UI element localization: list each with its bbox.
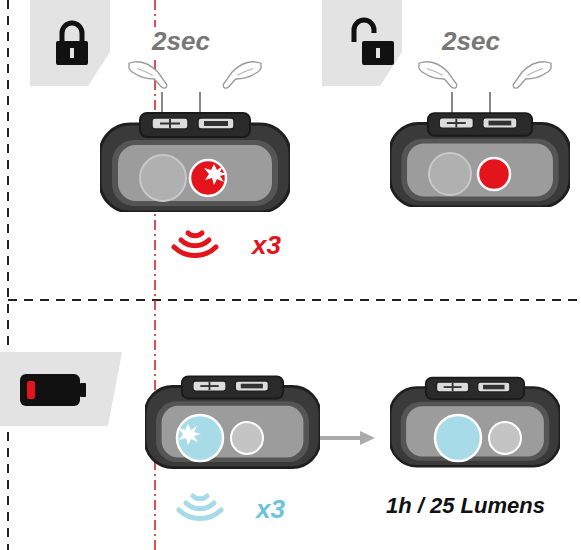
headlamp xyxy=(145,376,320,467)
headlamp xyxy=(100,113,290,212)
repeat-count: x3 xyxy=(254,495,287,524)
headlamp xyxy=(489,422,521,454)
blink-waves xyxy=(188,233,202,236)
headlamp xyxy=(478,158,510,190)
headlamp xyxy=(100,113,290,212)
duration-label: 2sec xyxy=(440,27,502,56)
headlamp xyxy=(140,155,186,201)
repeat-count: x3 xyxy=(250,231,283,260)
low-battery-icon xyxy=(80,383,86,397)
headlamp xyxy=(177,415,223,461)
low-battery-icon xyxy=(0,352,122,426)
headlamp xyxy=(429,153,471,195)
pressing-hands xyxy=(419,62,457,88)
blink-waves xyxy=(174,247,216,256)
headlamp xyxy=(390,113,570,207)
lock-icon xyxy=(70,48,74,58)
unlock-icon xyxy=(376,48,380,58)
duration-label: 2sec xyxy=(150,27,212,56)
blink-waves xyxy=(186,503,214,509)
blink-waves xyxy=(179,496,221,519)
pressing-hands xyxy=(129,62,551,120)
unlock-icon xyxy=(362,41,394,65)
pressing-hands xyxy=(513,62,551,88)
headlamp xyxy=(435,415,481,461)
low-battery-icon xyxy=(0,352,122,426)
unlock-icon xyxy=(354,20,374,42)
headlamp xyxy=(390,113,570,207)
unlock-icon xyxy=(322,0,402,86)
blink-waves xyxy=(179,510,221,519)
headlamp xyxy=(231,422,263,454)
sequence-arrow xyxy=(360,431,375,445)
low-battery-icon xyxy=(27,381,35,399)
blink-waves xyxy=(174,233,216,256)
sequence-arrow xyxy=(320,431,375,445)
lock-icon xyxy=(56,41,88,65)
sequence-arrow xyxy=(320,436,362,440)
headlamp xyxy=(145,376,320,467)
guide-line xyxy=(154,0,156,550)
headlamp xyxy=(204,164,227,185)
lock-icon xyxy=(62,23,82,42)
runtime-label: 1h / 25 Lumens xyxy=(384,494,547,518)
blink-waves xyxy=(193,496,207,499)
lock-icon xyxy=(30,0,110,86)
lock-icon xyxy=(30,0,110,86)
pressing-hands xyxy=(129,62,167,88)
divider-line xyxy=(8,299,581,301)
blink-waves xyxy=(181,240,209,246)
headlamp xyxy=(190,160,226,196)
unlock-icon xyxy=(322,0,402,86)
pressing-hands xyxy=(223,62,261,88)
low-battery-icon xyxy=(20,374,80,406)
headlamp xyxy=(178,424,201,445)
divider-line xyxy=(7,0,9,550)
headlamp xyxy=(390,378,560,467)
headlamp xyxy=(390,378,560,467)
